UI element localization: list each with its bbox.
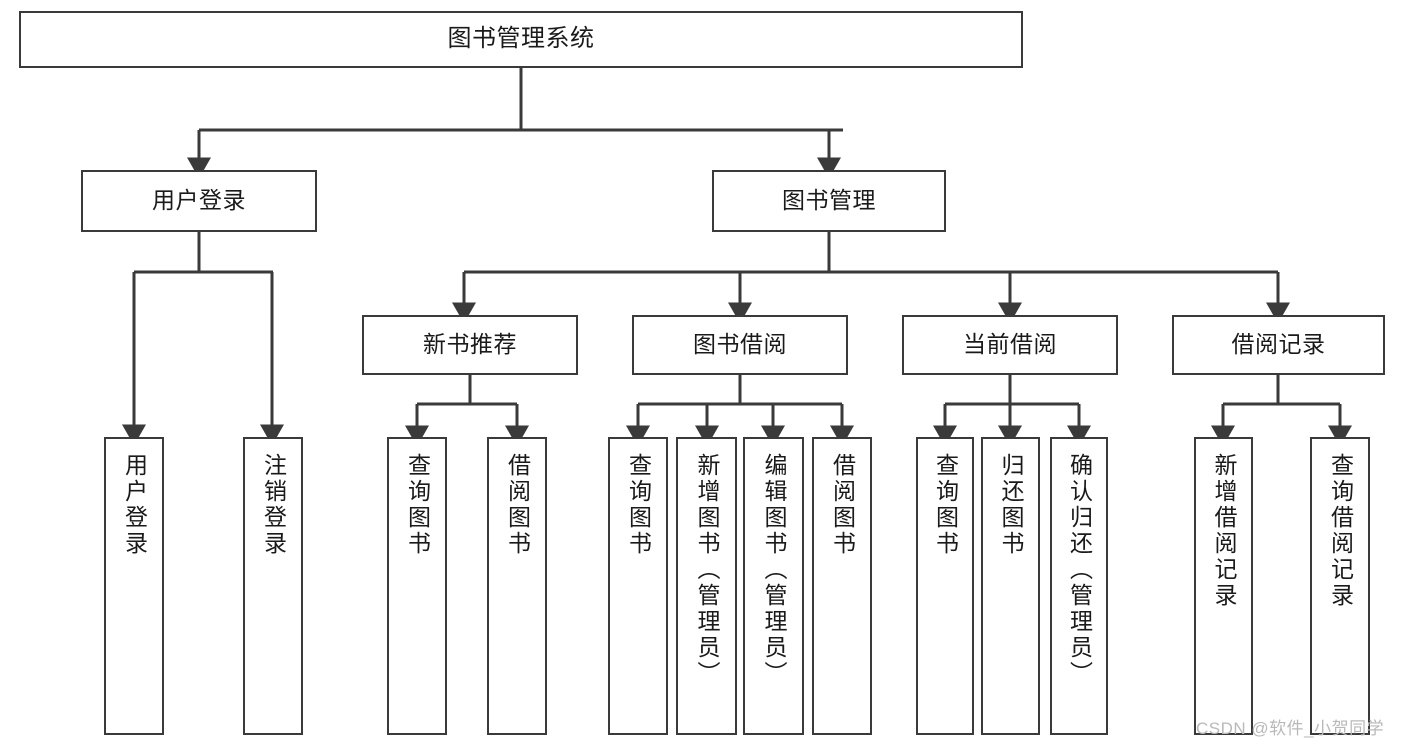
node-current-borrow-label: 当前借阅 <box>963 331 1057 358</box>
node-leaf-add-borrow-record[interactable]: 新增借阅记录 <box>1194 437 1253 735</box>
node-leaf-user-login[interactable]: 用户登录 <box>104 437 164 735</box>
node-leaf-borrow-book-recommend[interactable]: 借阅图书 <box>487 437 547 735</box>
node-leaf-add-book-admin-label: 新增图书（管理员） <box>694 453 720 687</box>
node-book-management-label: 图书管理 <box>782 187 876 214</box>
node-leaf-return-book[interactable]: 归还图书 <box>981 437 1040 735</box>
node-book-management[interactable]: 图书管理 <box>712 170 946 232</box>
node-leaf-borrow-book-label: 借阅图书 <box>829 453 856 557</box>
node-leaf-user-logout-label: 注销登录 <box>260 453 287 557</box>
node-leaf-query-book-recommend-label: 查询图书 <box>404 453 431 557</box>
node-leaf-query-book-recommend[interactable]: 查询图书 <box>387 437 447 735</box>
node-borrow-records[interactable]: 借阅记录 <box>1172 315 1385 375</box>
node-leaf-query-borrow-record-label: 查询借阅记录 <box>1327 453 1354 609</box>
node-leaf-query-book-current-label: 查询图书 <box>932 453 959 557</box>
node-leaf-return-book-label: 归还图书 <box>998 453 1024 557</box>
node-leaf-query-book-borrow[interactable]: 查询图书 <box>608 437 668 735</box>
csdn-watermark: CSDN @软件_小贺同学 <box>1196 719 1385 738</box>
node-leaf-user-logout[interactable]: 注销登录 <box>243 437 303 735</box>
node-root-label: 图书管理系统 <box>447 25 595 53</box>
node-book-borrow-label: 图书借阅 <box>693 331 787 358</box>
node-borrow-records-label: 借阅记录 <box>1231 331 1326 358</box>
node-user-login[interactable]: 用户登录 <box>81 170 317 232</box>
node-leaf-borrow-book-recommend-label: 借阅图书 <box>504 453 531 557</box>
node-book-borrow[interactable]: 图书借阅 <box>632 315 848 375</box>
node-current-borrow[interactable]: 当前借阅 <box>902 315 1118 375</box>
node-leaf-add-book-admin[interactable]: 新增图书（管理员） <box>676 437 737 735</box>
node-leaf-edit-book-admin[interactable]: 编辑图书（管理员） <box>743 437 804 735</box>
node-leaf-edit-book-admin-label: 编辑图书（管理员） <box>761 453 787 687</box>
node-leaf-confirm-return-admin-label: 确认归还（管理员） <box>1066 453 1093 687</box>
node-leaf-add-borrow-record-label: 新增借阅记录 <box>1211 453 1237 609</box>
node-leaf-query-book-current[interactable]: 查询图书 <box>916 437 974 735</box>
node-new-book-recommend[interactable]: 新书推荐 <box>362 315 578 375</box>
node-new-book-recommend-label: 新书推荐 <box>423 331 517 358</box>
node-leaf-confirm-return-admin[interactable]: 确认归还（管理员） <box>1050 437 1108 735</box>
node-leaf-query-borrow-record[interactable]: 查询借阅记录 <box>1310 437 1370 735</box>
node-leaf-query-book-borrow-label: 查询图书 <box>625 453 652 557</box>
node-user-login-label: 用户登录 <box>152 187 246 214</box>
node-leaf-borrow-book[interactable]: 借阅图书 <box>812 437 872 735</box>
node-root[interactable]: 图书管理系统 <box>19 11 1023 68</box>
node-leaf-user-login-label: 用户登录 <box>121 453 148 557</box>
